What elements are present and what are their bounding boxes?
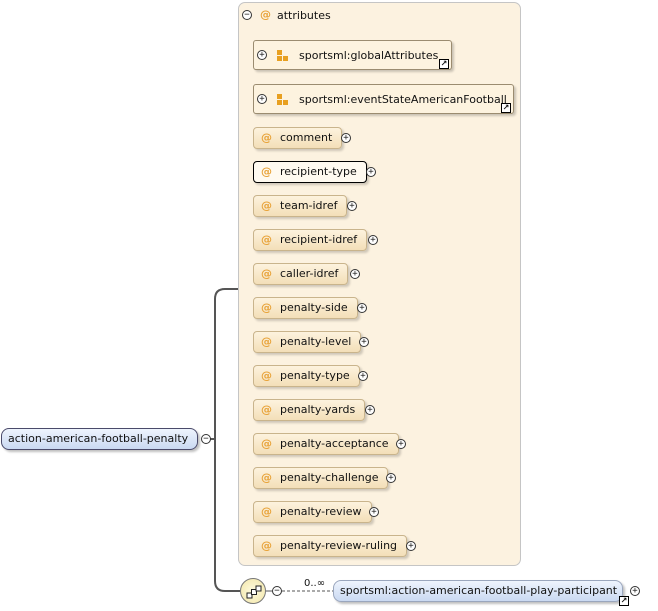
attribute-expand-toggle[interactable]: + [357,303,367,313]
attribute-group-label: sportsml:globalAttributes [299,49,439,62]
attribute-marker-icon: @ [261,165,272,178]
attribute-group-label: sportsml:eventStateAmericanFootball [299,93,507,106]
attribute-penalty-level[interactable]: @ penalty-level [253,331,362,353]
attribute-name: penalty-review-ruling [280,539,398,552]
attribute-name: comment [280,131,333,144]
attribute-expand-toggle[interactable]: + [365,405,375,415]
attribute-name: penalty-review [280,505,362,518]
attribute-name: team-idref [280,199,338,212]
attribute-expand-toggle[interactable]: + [366,167,376,177]
group-expand-toggle[interactable]: + [257,94,267,104]
sequence-collapse-toggle[interactable]: − [272,586,282,596]
attribute-group-event-state-american-football[interactable]: + sportsml:eventStateAmericanFootball ↗ [253,84,514,114]
occurrence-label: 0..∞ [304,578,326,589]
attribute-marker-icon: @ [261,301,272,314]
attribute-expand-toggle[interactable]: + [347,201,357,211]
attribute-marker-icon: @ [261,131,272,144]
attribute-expand-toggle[interactable]: + [341,133,351,143]
reference-arrow-icon[interactable]: ↗ [501,103,511,113]
sequence-symbol-icon [246,585,262,599]
attribute-marker-icon: @ [261,471,272,484]
attribute-name: penalty-level [280,335,352,348]
attribute-marker-icon: @ [261,539,272,552]
attribute-marker-icon: @ [261,369,272,382]
child-element[interactable]: sportsml:action-american-football-play-p… [333,580,623,602]
attribute-recipient-type[interactable]: @ recipient-type [253,161,367,183]
attribute-marker-icon: @ [261,335,272,348]
attribute-penalty-side[interactable]: @ penalty-side [253,297,358,319]
attribute-name: penalty-challenge [280,471,379,484]
attribute-marker-icon: @ [261,233,272,246]
attribute-name: recipient-idref [280,233,358,246]
attribute-recipient-idref[interactable]: @ recipient-idref [253,229,368,251]
attribute-expand-toggle[interactable]: + [359,337,369,347]
attribute-expand-toggle[interactable]: + [369,507,379,517]
attribute-penalty-review[interactable]: @ penalty-review [253,501,372,523]
attribute-name: penalty-yards [280,403,356,416]
attribute-name: recipient-type [280,165,357,178]
sequence-compositor-icon[interactable] [240,578,266,604]
attribute-penalty-review-ruling[interactable]: @ penalty-review-ruling [253,535,408,557]
attribute-team-idref[interactable]: @ team-idref [253,195,348,217]
attribute-expand-toggle[interactable]: + [368,235,378,245]
attribute-marker-icon: @ [261,267,272,280]
attribute-expand-toggle[interactable]: + [386,473,396,483]
attribute-marker-icon: @ [261,199,272,212]
root-element-label: action-american-football-penalty [8,432,189,445]
attribute-name: penalty-acceptance [280,437,389,450]
group-expand-toggle[interactable]: + [257,50,267,60]
root-element[interactable]: action-american-football-penalty [1,428,198,450]
child-expand-toggle[interactable]: + [630,586,640,596]
attribute-expand-toggle[interactable]: + [406,541,416,551]
reference-arrow-icon[interactable]: ↗ [439,59,449,69]
attribute-penalty-type[interactable]: @ penalty-type [253,365,360,387]
attribute-caller-idref[interactable]: @ caller-idref [253,263,349,285]
attributes-label: attributes [277,9,331,22]
attribute-group-icon [277,50,289,62]
attribute-marker-icon: @ [261,505,272,518]
attribute-name: caller-idref [280,267,339,280]
attribute-comment[interactable]: @ comment [253,127,343,149]
attribute-name: penalty-side [280,301,348,314]
attribute-group-icon [277,94,289,106]
attribute-marker-icon: @ [261,437,272,450]
attribute-expand-toggle[interactable]: + [350,269,360,279]
attribute-penalty-yards[interactable]: @ penalty-yards [253,399,366,421]
attribute-expand-toggle[interactable]: + [358,371,368,381]
attribute-expand-toggle[interactable]: + [396,439,406,449]
attribute-marker-icon: @ [261,403,272,416]
attribute-penalty-acceptance[interactable]: @ penalty-acceptance [253,433,399,455]
attribute-group-global-attributes[interactable]: + sportsml:globalAttributes ↗ [253,40,452,70]
reference-arrow-icon[interactable]: ↗ [619,596,629,606]
attribute-marker-icon: @ [260,8,271,21]
child-element-label: sportsml:action-american-football-play-p… [340,584,618,597]
attributes-collapse-toggle[interactable]: − [242,10,252,20]
root-collapse-toggle[interactable]: − [201,434,211,444]
attribute-penalty-challenge[interactable]: @ penalty-challenge [253,467,389,489]
attribute-name: penalty-type [280,369,350,382]
